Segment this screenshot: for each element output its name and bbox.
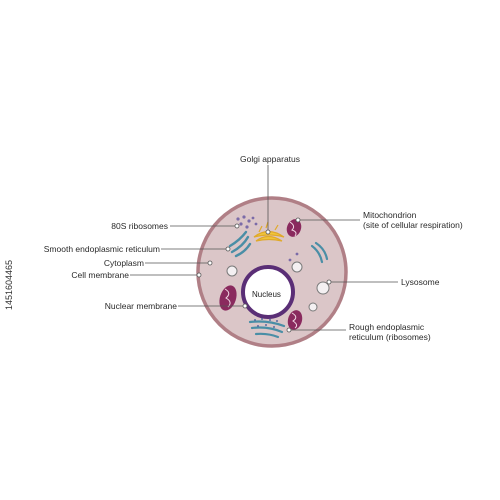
label-nucleus: Nucleus <box>252 290 281 299</box>
label-rough-er-line1: Rough endoplasmic <box>349 322 425 332</box>
label-mitochondrion-line1: Mitochondrion <box>363 210 417 220</box>
golgi-shape <box>253 221 285 242</box>
label-cell-membrane: Cell membrane <box>71 270 129 280</box>
stock-id: 1451604465 <box>4 259 14 310</box>
label-rough-er: Rough endoplasmic reticulum (ribosomes) <box>349 322 431 342</box>
leader-lines <box>130 165 398 331</box>
label-rough-er-line2: reticulum (ribosomes) <box>349 332 431 342</box>
label-nuclear-membrane: Nuclear membrane <box>104 301 177 311</box>
label-cytoplasm: Cytoplasm <box>103 258 144 268</box>
nucleus-shape <box>241 265 295 319</box>
label-golgi-apparatus: Golgi apparatus <box>240 154 301 164</box>
er-right-shape <box>310 241 329 264</box>
rough-er-shape <box>248 320 286 339</box>
smooth-er-shape <box>228 230 252 258</box>
label-mitochondrion: Mitochondrion (site of cellular respirat… <box>363 210 463 230</box>
label-smooth-er: Smooth endoplasmic reticulum <box>43 244 160 254</box>
lysosome-shapes <box>226 261 330 312</box>
ribosome-dots <box>236 215 299 262</box>
label-80s-ribosomes: 80S ribosomes <box>111 221 168 231</box>
leader-endpoints <box>196 217 332 333</box>
label-mitochondrion-line2: (site of cellular respiration) <box>363 220 463 230</box>
mitochondrion-shapes <box>219 219 303 330</box>
rough-er-ribosomes <box>254 318 278 328</box>
label-lysosome: Lysosome <box>401 277 440 287</box>
